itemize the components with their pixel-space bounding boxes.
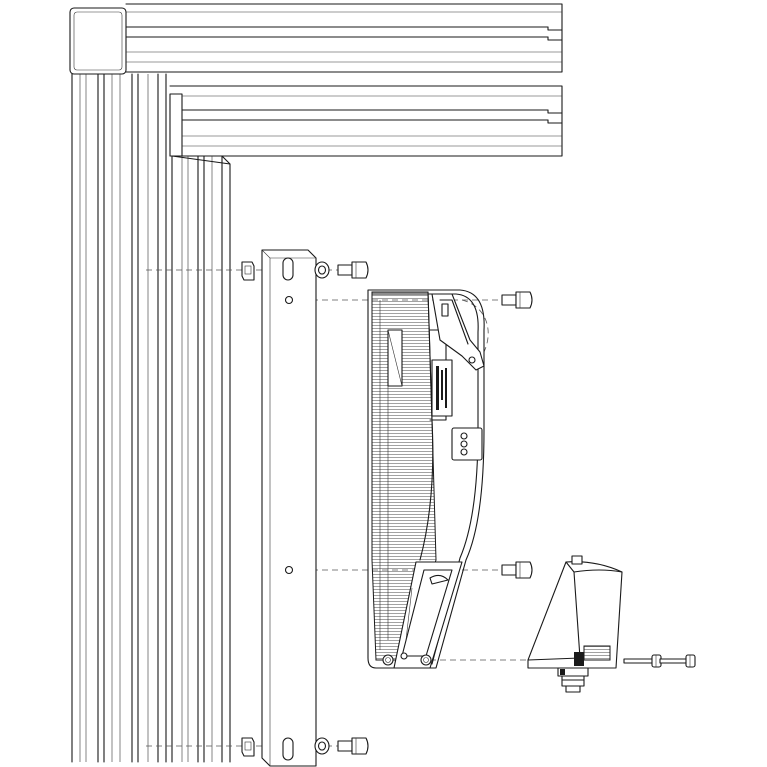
slot-nut-bottom (241, 737, 255, 757)
long-screw (659, 654, 696, 668)
socket-head-screw (337, 261, 369, 279)
status-led-1 (460, 432, 468, 440)
slot-nut-top (241, 261, 255, 281)
long-screw (623, 654, 662, 668)
socket-head-screw (337, 737, 369, 755)
socket-head-screw (501, 561, 533, 579)
status-led-3 (460, 448, 468, 456)
washer-bottom (314, 737, 330, 755)
washer-top (314, 261, 330, 279)
mounting-bracket (261, 249, 317, 767)
aluminium-profile-frame (69, 3, 563, 763)
device-housing (367, 289, 485, 669)
status-led-2 (460, 440, 468, 448)
socket-head-screw (501, 291, 533, 309)
connector-module (527, 555, 623, 693)
